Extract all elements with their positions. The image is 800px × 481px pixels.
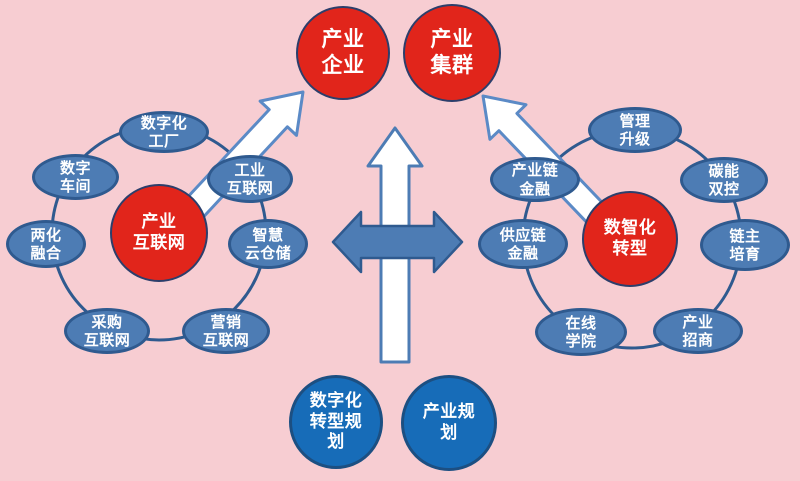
node-online-academy: 在线 学院 bbox=[535, 308, 627, 356]
circle-digital-transformation-planning: 数字化 转型规 划 bbox=[289, 375, 383, 469]
circle-industry-enterprise: 产业 企业 bbox=[296, 6, 390, 100]
node-carbon-energy-dual-control: 碳能 双控 bbox=[680, 157, 768, 203]
node-procurement-internet: 采购 互联网 bbox=[64, 308, 150, 354]
circle-digital-intelligence-transformation: 数智化 转型 bbox=[582, 191, 678, 287]
node-industry-investment: 产业 招商 bbox=[653, 308, 743, 354]
node-digital-factory: 数字化 工厂 bbox=[119, 111, 209, 153]
circle-industry-cluster: 产业 集群 bbox=[403, 4, 501, 102]
circle-industry-planning: 产业规 划 bbox=[401, 375, 497, 471]
node-smart-cloud-warehouse: 智慧 云仓储 bbox=[228, 219, 308, 269]
node-industrial-internet: 工业 互联网 bbox=[207, 155, 293, 203]
node-management-upgrade: 管理 升级 bbox=[588, 107, 682, 153]
node-supply-chain-finance: 供应链 金融 bbox=[478, 219, 568, 269]
circle-industry-internet: 产业 互联网 bbox=[110, 184, 208, 282]
node-chain-leader-cultivation: 链主 培育 bbox=[700, 219, 790, 271]
horizontal-double-arrow bbox=[331, 210, 464, 274]
node-industry-chain-finance: 产业链 金融 bbox=[490, 157, 580, 202]
node-digital-workshop: 数字 车间 bbox=[32, 154, 119, 200]
node-marketing-internet: 营销 互联网 bbox=[182, 308, 270, 354]
node-it-industrialization-integration: 两化 融合 bbox=[6, 220, 86, 268]
